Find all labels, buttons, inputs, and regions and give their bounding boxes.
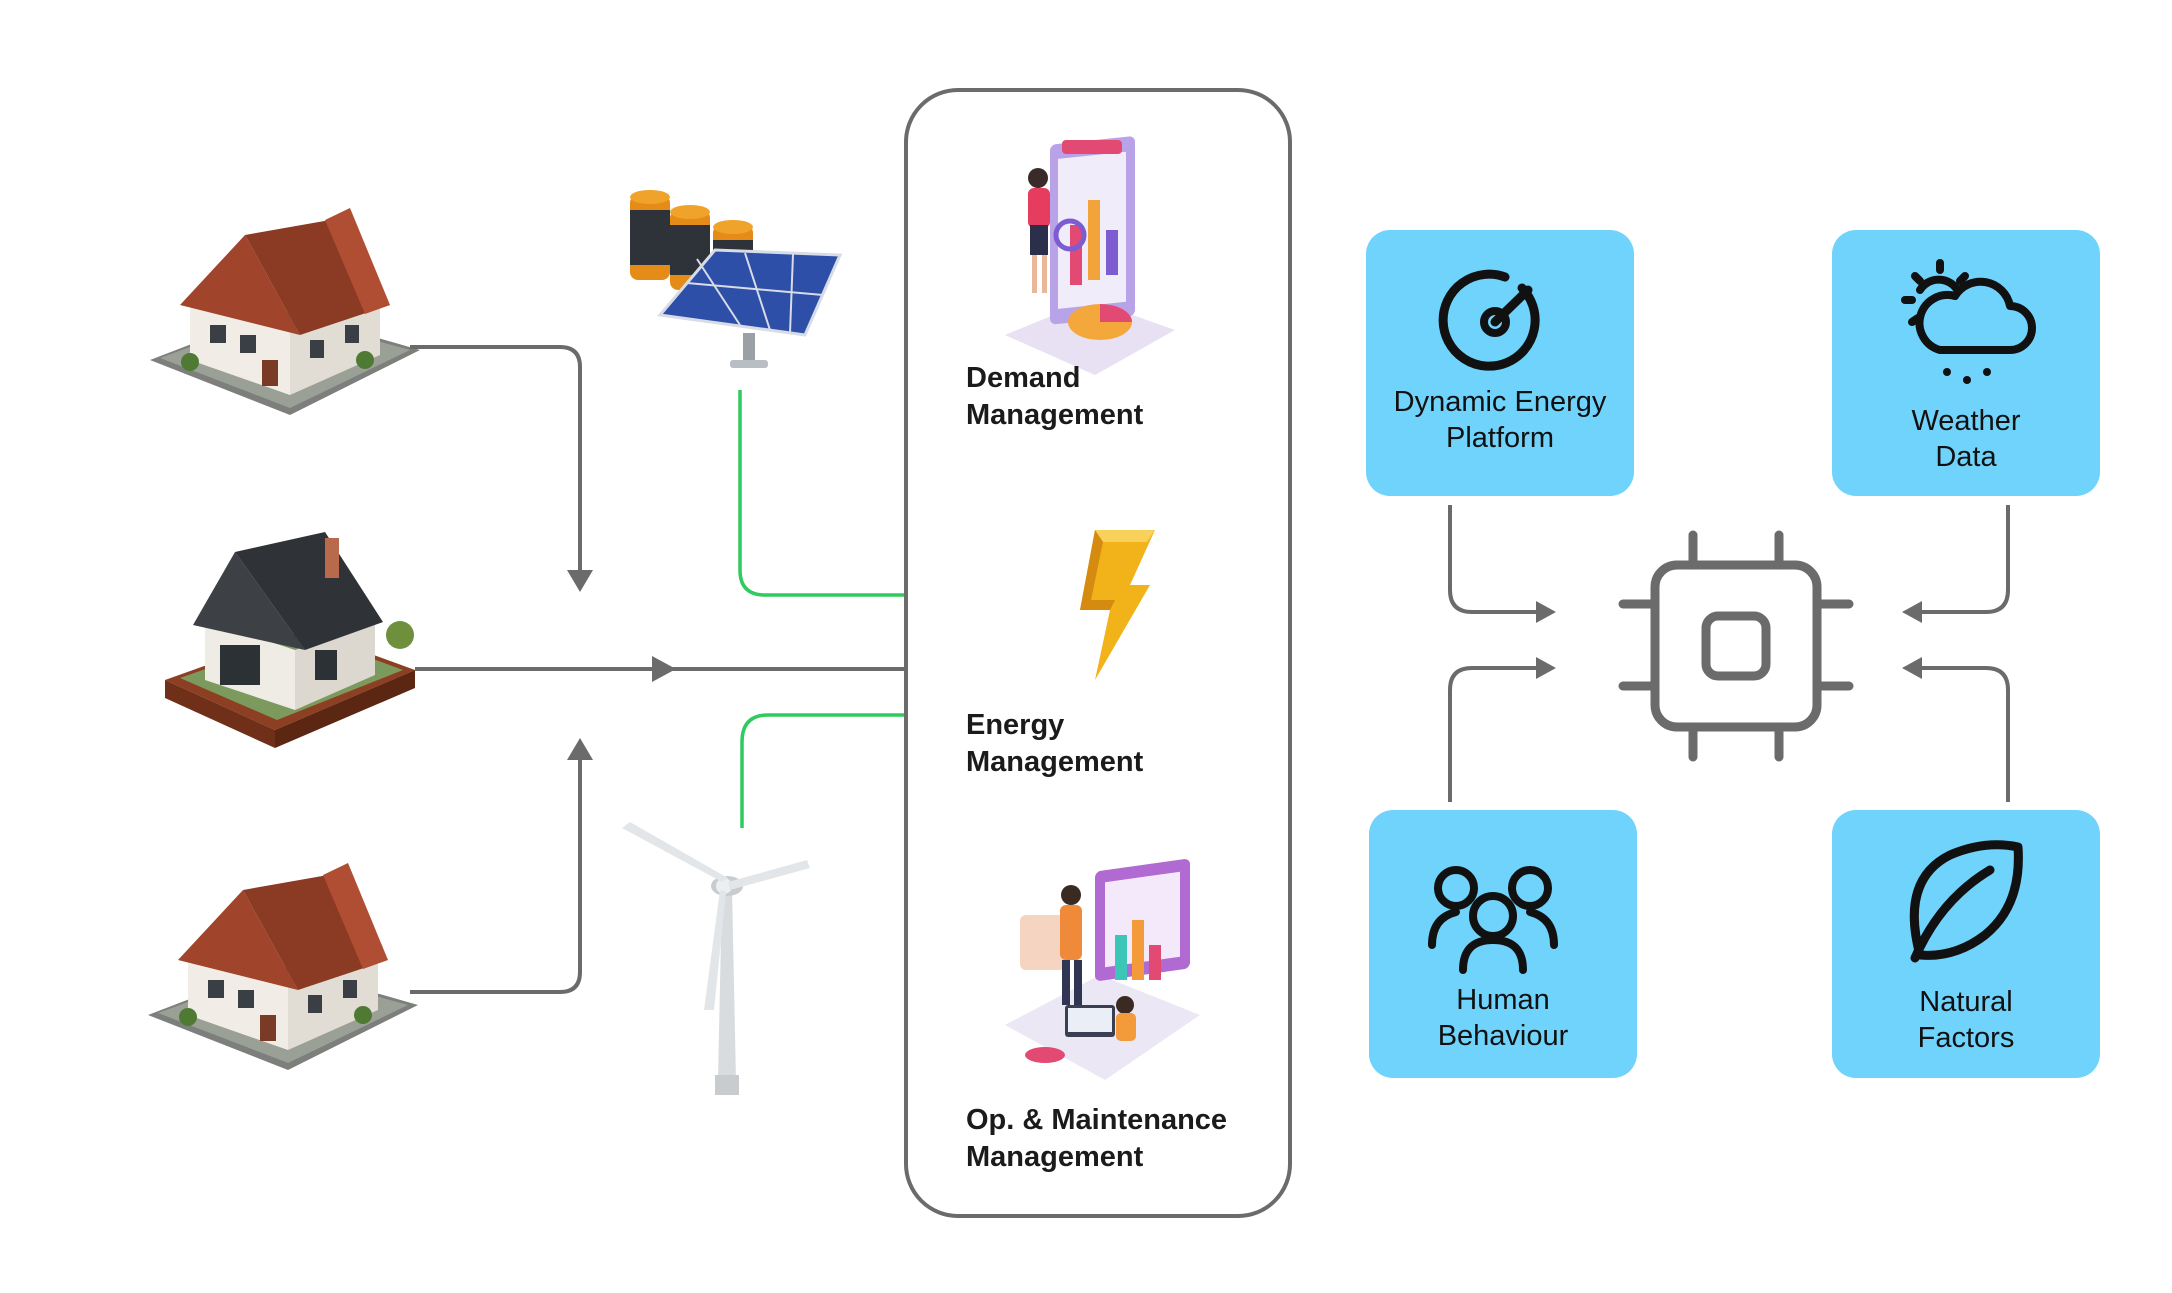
arrow-left-marker (1902, 657, 1922, 679)
human-behaviour-label: Human Behaviour (1369, 982, 1637, 1054)
solar-connector (738, 390, 935, 597)
gauge-icon (1438, 269, 1540, 371)
weather-cloud-icon (1901, 259, 2036, 384)
natural-factors-label: Natural Factors (1832, 984, 2100, 1056)
label-line: Op. & Maintenance (966, 1104, 1228, 1136)
dynamic-energy-platform-label: Dynamic Energy Platform (1366, 384, 1634, 456)
weather-data-box (1832, 230, 2100, 496)
maintenance-management-label: Op. & Maintenance Management (966, 1102, 1227, 1176)
energy-management-label: Energy Management (966, 707, 1143, 781)
chip-icon (1618, 530, 1854, 762)
analytics-presentation-illustration (1005, 136, 1175, 375)
arrow-right-marker (1536, 601, 1556, 623)
solar-panel-battery-icon (630, 190, 843, 368)
label-line: Management (966, 399, 1144, 431)
label-line: Behaviour (1437, 1020, 1569, 1052)
label-line: Dynamic Energy (1393, 386, 1607, 418)
wind-turbine-icon (622, 822, 810, 1095)
wind-connector (740, 713, 935, 828)
arrow-down-marker (567, 570, 593, 592)
label-line: Management (966, 1141, 1144, 1173)
label-line: Human (1456, 984, 1550, 1016)
chip-connectors (1448, 505, 2010, 802)
label-line: Weather (1911, 405, 2021, 437)
lightning-bolt-icon (1080, 530, 1155, 680)
label-line: Natural (1919, 986, 2013, 1018)
leaf-icon (1909, 840, 2023, 963)
arrow-right-marker (1536, 657, 1556, 679)
arrow-up-marker (567, 738, 593, 760)
demand-management-label: Demand Management (966, 360, 1143, 434)
connector-human (1448, 666, 1540, 802)
label-line: Demand (966, 362, 1081, 394)
arrow-left-marker (1902, 601, 1922, 623)
maintenance-team-illustration (1005, 859, 1200, 1080)
connector-weather (1918, 505, 2010, 614)
people-group-icon (1428, 866, 1558, 974)
house-top-connector (410, 345, 582, 580)
label-line: Factors (1917, 1022, 2015, 1054)
arrow-right-marker (652, 656, 676, 682)
label-line: Data (1935, 441, 1997, 473)
label-line: Platform (1446, 422, 1554, 454)
label-line: Energy (966, 709, 1065, 741)
house-icon (150, 208, 420, 415)
connector-dynamic-energy (1448, 505, 1540, 614)
modern-house-icon (165, 532, 415, 748)
connector-natural (1918, 666, 2010, 802)
management-panel (904, 88, 1292, 1218)
house-bottom-connector (410, 745, 582, 994)
weather-data-label: Weather Data (1832, 403, 2100, 475)
label-line: Management (966, 746, 1144, 778)
house-icon (148, 863, 418, 1070)
